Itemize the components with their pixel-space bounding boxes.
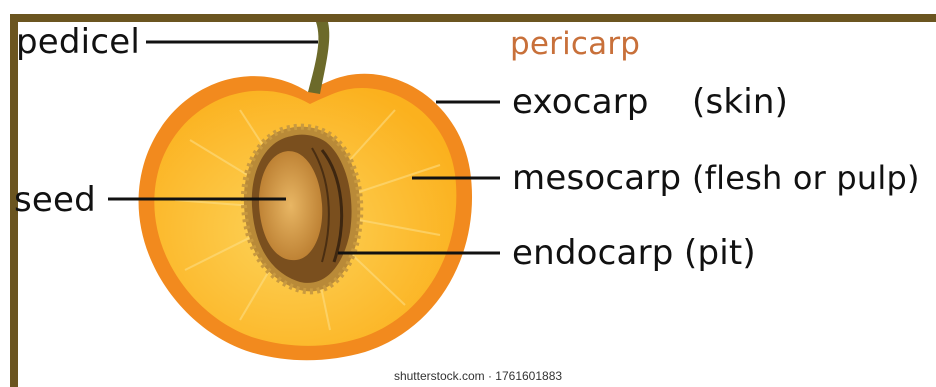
label-exocarp: exocarp	[512, 82, 649, 122]
label-mesocarp: mesocarp	[512, 158, 681, 198]
label-endocarp: endocarp	[512, 233, 674, 273]
label-seed: seed	[14, 180, 96, 220]
label-pedicel: pedicel	[16, 22, 140, 62]
label-endocarp-note: (pit)	[684, 233, 756, 273]
label-pericarp: pericarp	[510, 24, 640, 64]
label-exocarp-note: (skin)	[692, 82, 788, 122]
watermark: shutterstock.com · 1761601883	[360, 365, 596, 387]
label-mesocarp-note: (flesh or pulp)	[692, 158, 920, 198]
